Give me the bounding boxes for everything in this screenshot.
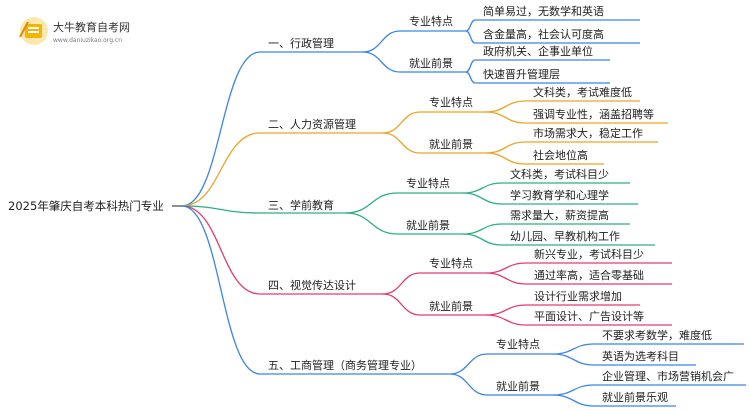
connector-curve — [485, 141, 526, 154]
leaf-item: 简单易过，无数学和英语 — [483, 4, 604, 18]
leaf-item: 英语为选考科目 — [602, 349, 679, 363]
connector-curve — [465, 30, 476, 44]
leaf-item: 政府机关、企事业单位 — [483, 44, 593, 58]
logo-url: www.daniuzikao.org.cn — [53, 37, 122, 44]
branch-label: 三、学前教育 — [268, 198, 334, 212]
root-topic: 2025年肇庆自考本科热门专业 — [8, 199, 164, 213]
connector-curve — [345, 212, 398, 235]
branch-label: 一、行政管理 — [268, 36, 334, 50]
leaf-item: 含金量高，社会认可度高 — [483, 27, 604, 41]
connector-curve — [449, 373, 488, 396]
branch-business-management: 五、工商管理（商务管理专业） 专业特点 就业前景 不要求考数学，难度低 英语为选… — [260, 328, 746, 407]
connector-curve — [465, 19, 476, 32]
group-label: 就业前景 — [429, 299, 473, 313]
leaf-item: 新兴专业，考试科目少 — [534, 247, 644, 261]
leaf-item: 社会地位高 — [533, 148, 588, 162]
leaf-item: 不要求考数学，难度低 — [602, 328, 712, 342]
branch-hr-management: 二、人力资源管理 专业特点 就业前景 文科类，考试难度低 强调专业性，涵盖招聘等… — [260, 85, 668, 165]
connector-curve — [345, 192, 398, 214]
connector-curve — [465, 59, 476, 73]
connector-curve — [382, 132, 421, 154]
group-label: 专业特点 — [429, 95, 473, 109]
connector-curve — [462, 233, 503, 246]
book-icon — [19, 17, 48, 45]
connector-curve — [552, 343, 595, 355]
connector-curve — [362, 30, 401, 53]
branch-admin-management: 一、行政管理 专业特点 就业前景 简单易过，无数学和英语 含金量高，社会认可度高… — [260, 4, 640, 84]
connector-lines — [181, 19, 595, 407]
leaf-item: 就业前景乐观 — [602, 390, 668, 404]
connector-curve — [465, 71, 476, 84]
group-label: 就业前景 — [429, 137, 473, 151]
group-label: 就业前景 — [496, 379, 540, 393]
connector-curve — [181, 205, 261, 214]
leaf-item: 设计行业需求增加 — [534, 289, 622, 303]
connector-curve — [552, 394, 595, 407]
branch-visual-design: 四、视觉传达设计 专业特点 就业前景 新兴专业，考试科目少 通过率高，适合零基础… — [260, 247, 672, 326]
connector-curve — [485, 111, 526, 124]
connector-curve — [552, 353, 595, 366]
leaf-item: 学习教育学和心理学 — [510, 188, 609, 202]
leaf-item: 文科类，考试科目少 — [510, 167, 609, 181]
leaf-item: 需求量大，薪资提高 — [510, 208, 609, 222]
connector-curve — [362, 51, 401, 73]
connector-curve — [485, 100, 526, 113]
group-label: 就业前景 — [406, 218, 450, 232]
connector-curve — [462, 192, 503, 205]
group-label: 就业前景 — [409, 56, 453, 70]
leaf-item: 市场需求大，稳定工作 — [533, 126, 643, 140]
connector-curve — [485, 314, 527, 326]
connector-curve — [181, 51, 261, 207]
connector-curve — [462, 223, 503, 235]
connector-curve — [462, 182, 503, 194]
branch-preschool-education: 三、学前教育 专业特点 就业前景 文科类，考试科目少 学习教育学和心理学 需求量… — [260, 167, 655, 246]
group-label: 专业特点 — [406, 176, 450, 190]
leaf-item: 强调专业性，涵盖招聘等 — [533, 107, 654, 121]
connector-curve — [552, 384, 595, 396]
group-label: 专业特点 — [496, 337, 540, 351]
leaf-item: 企业管理、市场营销机会广 — [602, 369, 734, 383]
branch-label: 五、工商管理（商务管理专业） — [268, 358, 422, 372]
connector-curve — [181, 132, 261, 207]
leaf-item: 通过率高，适合零基础 — [534, 268, 644, 282]
connector-curve — [181, 205, 261, 295]
group-label: 专业特点 — [429, 256, 473, 270]
connector-curve — [382, 293, 421, 316]
connector-curve — [485, 262, 527, 274]
group-label: 专业特点 — [409, 14, 453, 28]
logo-name: 大牛教育自考网 — [53, 20, 130, 34]
connector-curve — [485, 304, 527, 316]
connector-curve — [449, 353, 488, 375]
connector-curve — [485, 152, 526, 165]
leaf-item: 快速晋升管理层 — [483, 67, 560, 81]
connector-curve — [181, 205, 261, 375]
branch-label: 二、人力资源管理 — [268, 117, 356, 131]
leaf-item: 平面设计、广告设计等 — [534, 309, 644, 323]
leaf-item: 文科类，考试难度低 — [533, 85, 632, 99]
connector-curve — [382, 111, 421, 134]
site-logo: 大牛教育自考网 www.daniuzikao.org.cn — [19, 17, 130, 45]
branch-label: 四、视觉传达设计 — [268, 278, 356, 292]
connector-curve — [485, 272, 527, 285]
leaf-item: 幼儿园、早教机构工作 — [510, 229, 620, 243]
connector-curve — [382, 272, 421, 295]
